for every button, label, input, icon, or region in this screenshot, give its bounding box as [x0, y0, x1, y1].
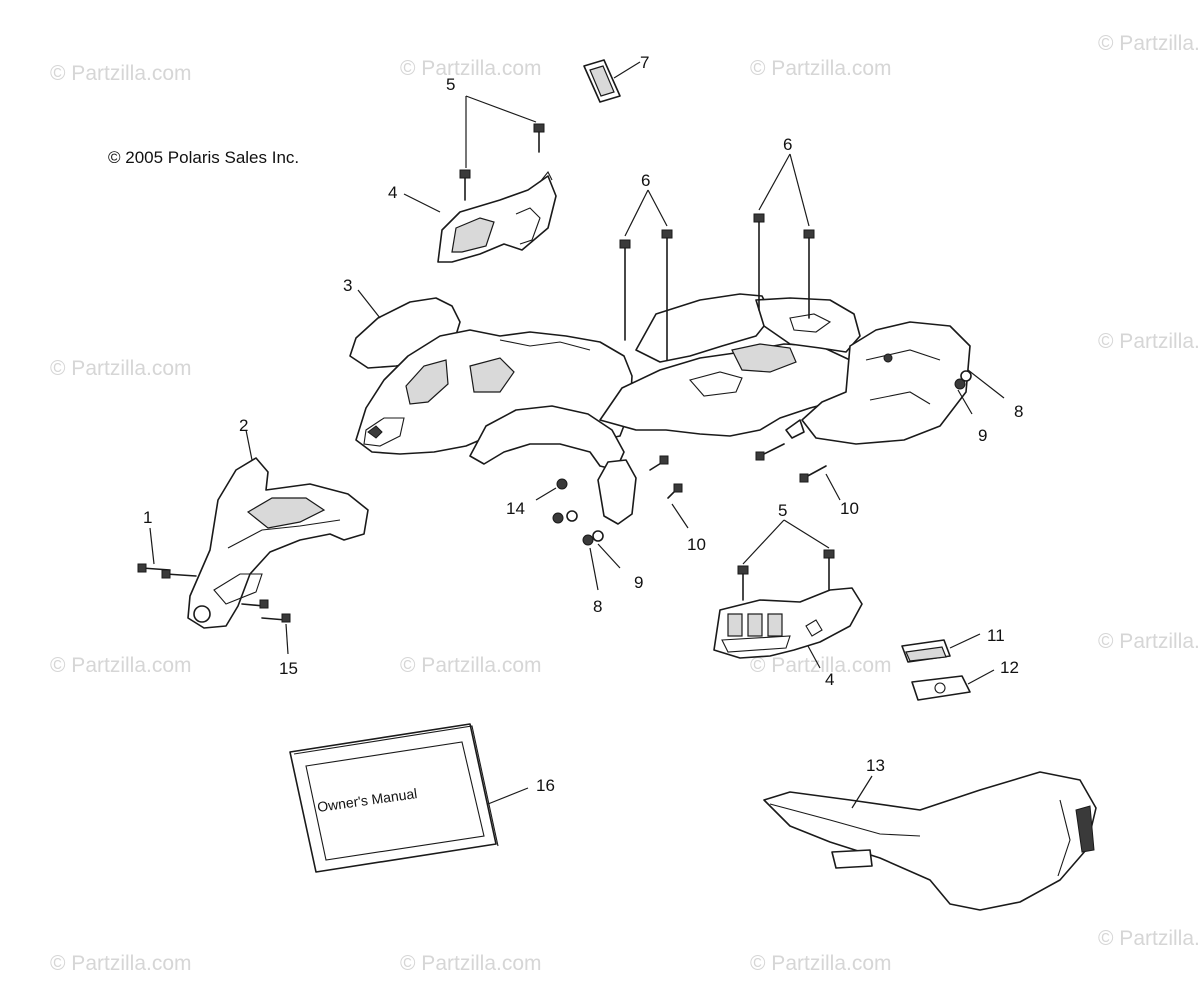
callout-labels: 1 2 3 4 4 5 5 6 6 7 8 8 9 9 10 10 11 12 …: [143, 53, 1023, 795]
watermark-text: © Partzilla.com: [50, 357, 192, 380]
callout-10-right: 10: [840, 499, 859, 518]
watermark-text: © Partzilla.com: [400, 952, 542, 975]
watermark-text: © Partzilla.com: [50, 952, 192, 975]
callout-9-lower: 9: [634, 573, 643, 592]
part-8-9-right-fasteners: [954, 369, 1005, 415]
callout-4-lower: 4: [825, 670, 834, 689]
part-12-plate: [911, 669, 995, 701]
watermark-text: © Partzilla.com: [50, 62, 192, 85]
callout-16: 16: [536, 776, 555, 795]
part-7-decal: [583, 59, 641, 103]
callout-1: 1: [143, 508, 152, 527]
part-1-bolts: [137, 527, 197, 579]
watermark-text: © Partzilla.com: [750, 952, 892, 975]
part-2-front-nose: [187, 457, 369, 629]
part-15-bolts: [241, 599, 291, 655]
watermark-text: © Partzilla.com: [400, 57, 542, 80]
callout-8-lower: 8: [593, 597, 602, 616]
watermark-text: © Partzilla.com: [1098, 630, 1200, 653]
watermark-text: © Partzilla.com: [750, 654, 892, 677]
part-14-8-9-lower: [535, 478, 621, 591]
part-13-seat: [763, 771, 1097, 911]
part-4-upper-side-panel: [437, 170, 557, 263]
callout-10-lower: 10: [687, 535, 706, 554]
part-16-owners-manual: Owner's Manual: [289, 723, 529, 873]
copyright-text: © 2005 Polaris Sales Inc.: [108, 148, 299, 167]
callout-3: 3: [343, 276, 352, 295]
part-10-bolts: [649, 443, 841, 529]
callout-2: 2: [239, 416, 248, 435]
part-4-lower-side-panel: [713, 587, 863, 669]
callout-6-left: 6: [641, 171, 650, 190]
rear-body-rack: [599, 293, 971, 445]
callout-13: 13: [866, 756, 885, 775]
callout-15: 15: [279, 659, 298, 678]
watermark-text: © Partzilla.com: [750, 57, 892, 80]
part-11-decal: [901, 633, 981, 663]
front-fender-center: [469, 405, 637, 525]
watermark-text: © Partzilla.com: [1098, 32, 1200, 55]
callout-7: 7: [640, 53, 649, 72]
part-5-upper-screws: [459, 95, 545, 201]
watermark-text: © Partzilla.com: [50, 654, 192, 677]
callout-9-right: 9: [978, 426, 987, 445]
watermark-text: © Partzilla.com: [1098, 330, 1200, 353]
callout-8-right: 8: [1014, 402, 1023, 421]
callout-5-upper: 5: [446, 75, 455, 94]
watermark-text: © Partzilla.com: [400, 654, 542, 677]
callout-12: 12: [1000, 658, 1019, 677]
callout-14: 14: [506, 499, 525, 518]
callout-6-right: 6: [783, 135, 792, 154]
callout-11: 11: [987, 626, 1005, 645]
part-5-lower-screws: [737, 519, 835, 601]
watermark-text: © Partzilla.com: [1098, 927, 1200, 950]
callout-4-upper: 4: [388, 183, 397, 202]
callout-5-lower: 5: [778, 501, 787, 520]
part-6-screws: [619, 153, 815, 361]
